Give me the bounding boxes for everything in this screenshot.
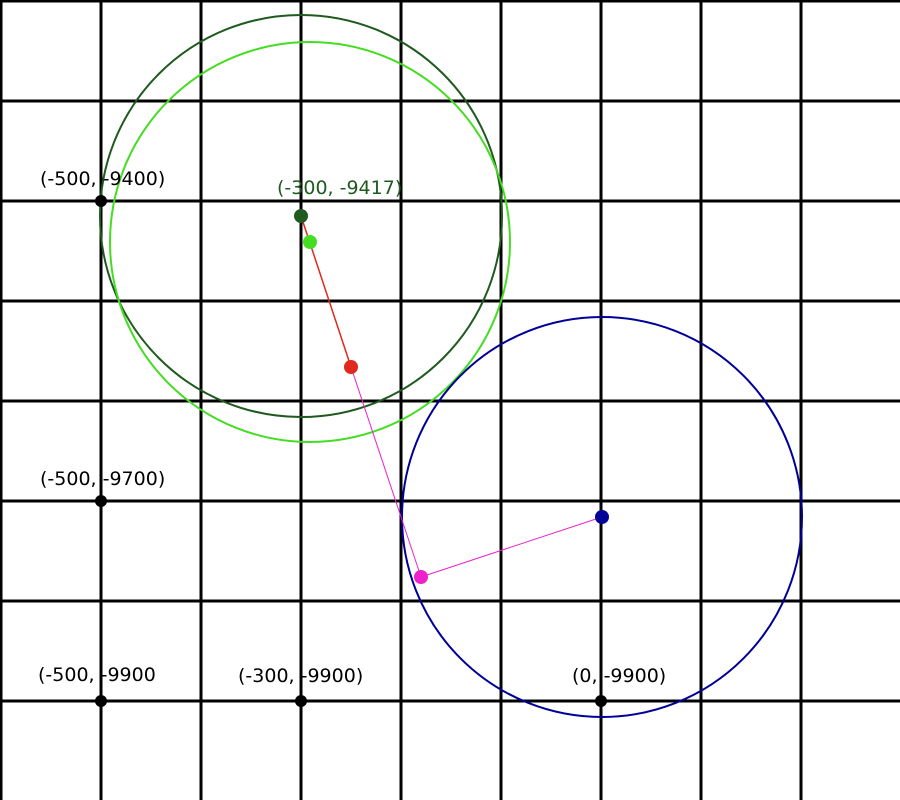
light-green-circle (109, 41, 511, 443)
corner-point-d (295, 695, 307, 707)
magenta-point (414, 570, 428, 584)
blue-circle (401, 316, 803, 718)
blue-point (595, 510, 609, 524)
corner-point-b (95, 495, 107, 507)
light-green-point (303, 235, 317, 249)
label-point-c: (-500, -9900 (38, 664, 156, 686)
label-point-a: (-500, -9400) (40, 168, 165, 190)
label-point-e: (0, -9900) (572, 665, 666, 687)
magenta-link-line (350, 366, 422, 578)
label-point-dark-green: (-300, -9417) (277, 177, 402, 199)
label-point-b: (-500, -9700) (40, 468, 165, 490)
corner-point-c (95, 695, 107, 707)
corner-point-a (95, 195, 107, 207)
corner-point-e (595, 695, 607, 707)
red-point (344, 360, 358, 374)
dark-green-point (294, 209, 308, 223)
magenta-link-line-2 (420, 516, 603, 578)
label-point-d: (-300, -9900) (238, 665, 363, 687)
dark-green-circle (99, 14, 503, 418)
